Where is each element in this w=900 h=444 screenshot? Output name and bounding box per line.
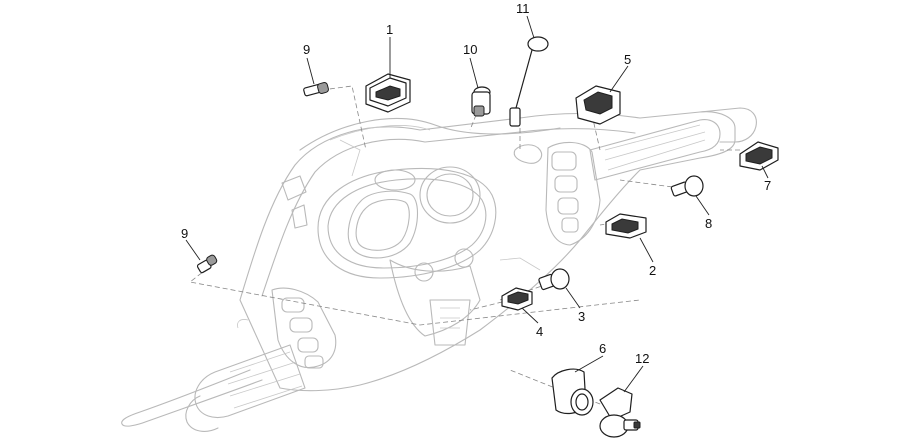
callout-9-lower: 9 [181, 226, 188, 241]
part-7-switch [739, 141, 779, 171]
callout-10: 10 [463, 42, 477, 57]
callout-4: 4 [536, 324, 543, 339]
assembly-dashed-lines [189, 85, 740, 411]
part-6-collar [551, 368, 594, 416]
callout-3: 3 [578, 309, 585, 324]
callout-labels: 1 2 3 4 5 6 7 8 9 9 10 11 12 [181, 1, 771, 366]
part-9-bulb-upper [303, 82, 329, 97]
callout-6: 6 [599, 341, 606, 356]
callout-8: 8 [705, 216, 712, 231]
callout-12: 12 [635, 351, 649, 366]
part-2-switch [605, 213, 647, 239]
part-5-switch [575, 85, 621, 125]
part-9-bulb-lower [196, 254, 218, 274]
part-12-ignition [599, 387, 641, 438]
callout-2: 2 [649, 263, 656, 278]
callout-1: 1 [386, 22, 393, 37]
part-10-socket [471, 86, 491, 117]
leader-lines [185, 15, 769, 393]
handlebar-assembly-outline [121, 107, 757, 432]
part-4-switch [501, 287, 533, 311]
callout-5: 5 [624, 52, 631, 67]
part-8-button [670, 175, 704, 197]
callout-7: 7 [764, 178, 771, 193]
callout-9-upper: 9 [303, 42, 310, 57]
part-3-button [538, 268, 570, 291]
part-11-cable [509, 36, 549, 127]
part-1-switch [365, 73, 411, 113]
callout-11: 11 [516, 1, 530, 16]
